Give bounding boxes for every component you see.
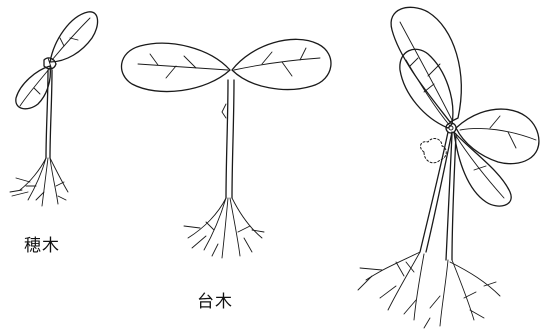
rootstock-roots bbox=[184, 198, 264, 258]
scion-stem bbox=[46, 70, 48, 158]
scion-roots bbox=[10, 158, 68, 206]
scion-seedling bbox=[10, 12, 98, 206]
rootstock-seedling bbox=[122, 39, 331, 258]
grafted-rootstock-stem bbox=[446, 134, 452, 260]
grafted-seedling bbox=[358, 7, 539, 328]
rootstock-label: 台木 bbox=[197, 287, 233, 312]
scion-lower-leaf bbox=[16, 66, 51, 109]
scion-label: 穂木 bbox=[24, 231, 60, 256]
rootstock-stem bbox=[226, 80, 228, 198]
rootstock-right-leaf bbox=[232, 39, 331, 89]
rootstock-left-leaf bbox=[122, 43, 230, 91]
grafted-scion-stem bbox=[420, 132, 448, 252]
grafted-roots bbox=[358, 252, 500, 328]
grafted-lower-leaf bbox=[454, 132, 511, 206]
